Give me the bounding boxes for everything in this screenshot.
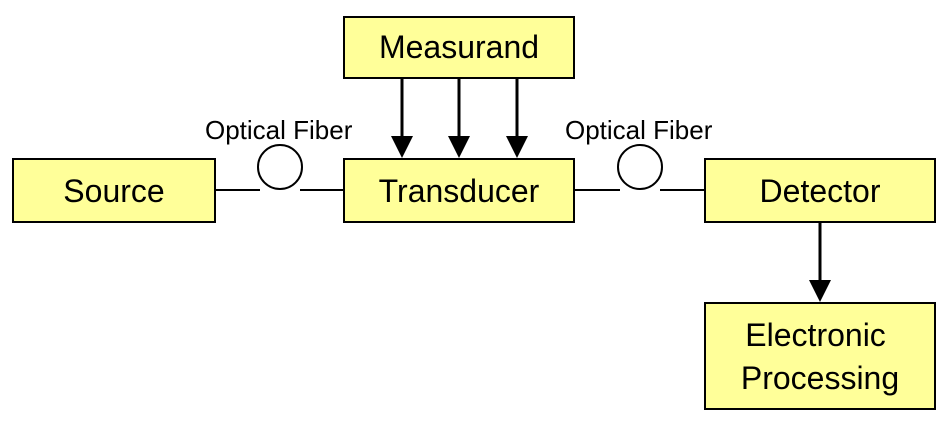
- right-fiber-coil-icon: [617, 144, 663, 190]
- electronic-processing-label: Electronic Processing: [741, 317, 899, 396]
- right-fiber-label: Optical Fiber: [565, 115, 713, 145]
- right-optical-fiber: Optical Fiber: [565, 115, 713, 191]
- measurand-block: Measurand: [343, 16, 575, 79]
- detector-label: Detector: [760, 173, 881, 209]
- measurand-arrow-3: [506, 78, 528, 158]
- transducer-block: Transducer: [343, 158, 575, 223]
- source-block: Source: [12, 158, 216, 223]
- electronic-processing-line-2: Processing: [741, 360, 899, 396]
- source-label: Source: [63, 173, 164, 209]
- measurand-arrow-2: [448, 78, 470, 158]
- transducer-label: Transducer: [379, 173, 540, 209]
- measurand-arrows: [391, 78, 528, 158]
- left-fiber-coil-icon: [257, 144, 303, 190]
- electronic-processing-block: Electronic Processing: [704, 302, 936, 410]
- electronic-processing-line-1: Electronic: [745, 317, 886, 353]
- detector-to-processing-arrow: [809, 222, 831, 302]
- measurand-label: Measurand: [379, 29, 539, 65]
- measurand-arrow-1: [391, 78, 413, 158]
- detector-block: Detector: [704, 158, 936, 223]
- left-fiber-label: Optical Fiber: [205, 115, 353, 145]
- left-optical-fiber: Optical Fiber: [205, 115, 353, 191]
